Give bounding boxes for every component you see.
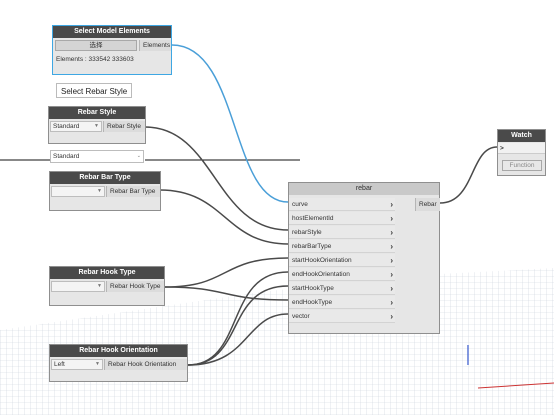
wire-rebar-watch[interactable]	[439, 146, 498, 204]
node-title: Rebar Hook Type	[50, 267, 164, 279]
chevron-right-icon: ›	[390, 200, 393, 209]
chevron-right-icon: ›	[390, 298, 393, 307]
axis-x-line	[477, 382, 554, 389]
dropdown-value: Left	[54, 361, 65, 368]
rebar-bar-type-node[interactable]: Rebar Bar Type ▼ Rebar Bar Type	[49, 171, 161, 211]
rebar-input-endHookType[interactable]: endHookType ›	[289, 296, 395, 309]
elements-status-text: Elements : 333542 333603	[56, 56, 134, 63]
rebar-hook-type-dropdown[interactable]: ▼	[51, 281, 105, 292]
input-port-label: rebarStyle	[292, 229, 322, 236]
input-port-label: hostElementId	[292, 215, 334, 222]
wire-hooktype-start[interactable]	[164, 257, 289, 288]
node-title: Select Model Elements	[53, 26, 171, 38]
wire-rebarstyle[interactable]	[144, 126, 289, 231]
rebar-input-hostElementId[interactable]: hostElementId ›	[289, 212, 395, 225]
chevron-down-icon: ▼	[94, 123, 99, 129]
rebar-hook-orientation-node[interactable]: Rebar Hook Orientation Left ▼ Rebar Hook…	[49, 344, 188, 382]
chevron-right-icon: ›	[390, 284, 393, 293]
watch-node[interactable]: Watch > Function	[497, 129, 546, 176]
watch-input-port[interactable]: >	[498, 143, 545, 154]
input-port-label: endHookOrientation	[292, 271, 350, 278]
input-port-label: endHookType	[292, 299, 333, 306]
chevron-right-icon: >	[500, 145, 504, 152]
wire-hooktype-end[interactable]	[164, 286, 289, 301]
select-model-elements-node[interactable]: Select Model Elements 选择 Elements Elemen…	[52, 25, 172, 75]
chevron-right-icon: ›	[390, 242, 393, 251]
node-title: Rebar Hook Orientation	[50, 345, 187, 357]
wire-hookorient-start[interactable]	[187, 271, 289, 366]
node-tooltip: Select Rebar Style	[56, 83, 133, 98]
chevron-down-icon: ▼	[97, 188, 102, 194]
rebar-input-curve[interactable]: curve ›	[289, 198, 395, 211]
input-port-label: startHookOrientation	[292, 257, 352, 264]
rebar-style-dropdown[interactable]: Standard ▼	[50, 121, 102, 132]
input-port-label: vector	[292, 313, 310, 320]
wire-elements-curve[interactable]	[171, 44, 289, 203]
chevron-down-icon: ▼	[97, 283, 102, 289]
node-title: rebar	[289, 183, 439, 195]
wire-rebarbartype[interactable]	[159, 189, 289, 245]
rebar-input-endHookOrientation[interactable]: endHookOrientation ›	[289, 268, 395, 281]
wire-hookorient-end[interactable]	[187, 285, 289, 366]
node-title: Watch	[498, 130, 545, 142]
wire-hookorient-vector[interactable]	[187, 313, 289, 366]
dropdown-value: Standard	[53, 153, 80, 160]
chevron-right-icon: ›	[390, 312, 393, 321]
input-port-label: rebarBarType	[292, 243, 332, 250]
rebar-bar-type-output-port[interactable]: Rebar Bar Type	[106, 186, 160, 197]
node-title: Rebar Style	[49, 107, 145, 119]
rebar-hook-orientation-dropdown[interactable]: Left ▼	[51, 359, 103, 370]
chevron-down-icon: ▼	[95, 361, 100, 367]
rebar-node[interactable]: rebar curve›hostElementId›rebarStyle›reb…	[288, 182, 440, 334]
floating-style-dropdown[interactable]: Standard ⌄	[50, 150, 144, 163]
rebar-style-output-port[interactable]: Rebar Style	[103, 121, 145, 132]
input-port-label: startHookType	[292, 285, 334, 292]
elements-output-port[interactable]: Elements	[139, 40, 171, 51]
rebar-hook-type-node[interactable]: Rebar Hook Type ▼ Rebar Hook Type	[49, 266, 165, 306]
rebar-input-startHookOrientation[interactable]: startHookOrientation ›	[289, 254, 395, 267]
rebar-input-rebarStyle[interactable]: rebarStyle ›	[289, 226, 395, 239]
rebar-bar-type-dropdown[interactable]: ▼	[51, 186, 105, 197]
chevron-down-icon: ⌄	[136, 153, 141, 159]
chevron-right-icon: ›	[390, 256, 393, 265]
rebar-input-vector[interactable]: vector ›	[289, 310, 395, 323]
select-button[interactable]: 选择	[55, 40, 137, 51]
node-title: Rebar Bar Type	[50, 172, 160, 184]
rebar-input-rebarBarType[interactable]: rebarBarType ›	[289, 240, 395, 253]
rebar-input-startHookType[interactable]: startHookType ›	[289, 282, 395, 295]
chevron-right-icon: ›	[390, 214, 393, 223]
rebar-output-port[interactable]: Rebar	[415, 198, 440, 211]
chevron-right-icon: ›	[390, 270, 393, 279]
rebar-hook-orientation-output-port[interactable]: Rebar Hook Orientation	[104, 359, 187, 370]
input-port-label: curve	[292, 201, 308, 208]
chevron-right-icon: ›	[390, 228, 393, 237]
rebar-style-node[interactable]: Rebar Style Standard ▼ Rebar Style	[48, 106, 146, 144]
watch-value-display: Function	[502, 160, 542, 171]
dropdown-value: Standard	[53, 123, 80, 130]
rebar-hook-type-output-port[interactable]: Rebar Hook Type	[106, 281, 164, 292]
